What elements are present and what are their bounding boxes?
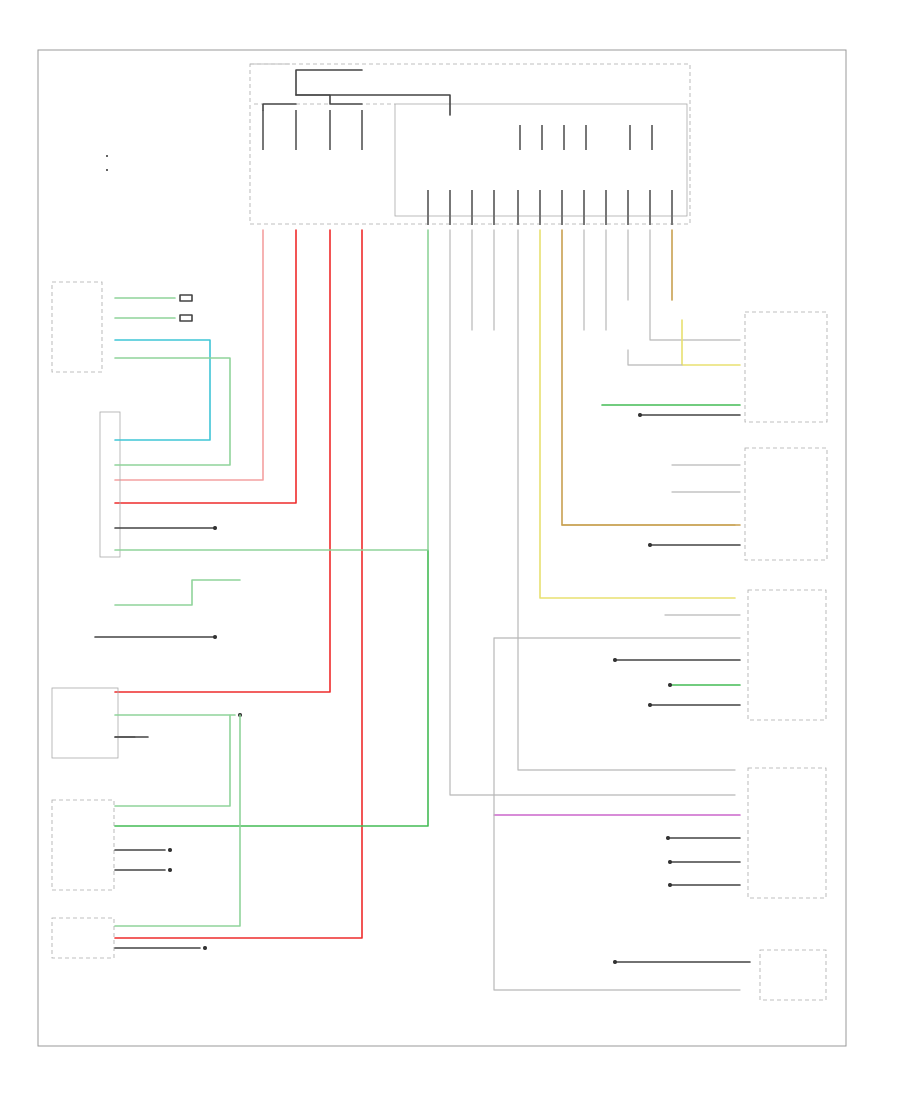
left-control-module bbox=[51, 281, 231, 558]
fused-feed-wires bbox=[114, 229, 363, 939]
license-lamp bbox=[613, 949, 827, 1001]
right-front-lamp bbox=[561, 447, 828, 561]
left-ground-wires bbox=[94, 526, 429, 738]
right-tail-lamp bbox=[493, 589, 827, 721]
diagram-frame bbox=[37, 49, 847, 1047]
center-wires bbox=[427, 229, 736, 796]
integrated-power-module bbox=[249, 63, 691, 225]
left-front-lamp bbox=[601, 229, 828, 423]
instrument-cluster bbox=[51, 549, 429, 891]
left-tail-lamp bbox=[493, 637, 827, 991]
headlamp-switch bbox=[51, 687, 242, 759]
multifunction-switch bbox=[51, 714, 241, 959]
unit-legend bbox=[106, 155, 108, 171]
